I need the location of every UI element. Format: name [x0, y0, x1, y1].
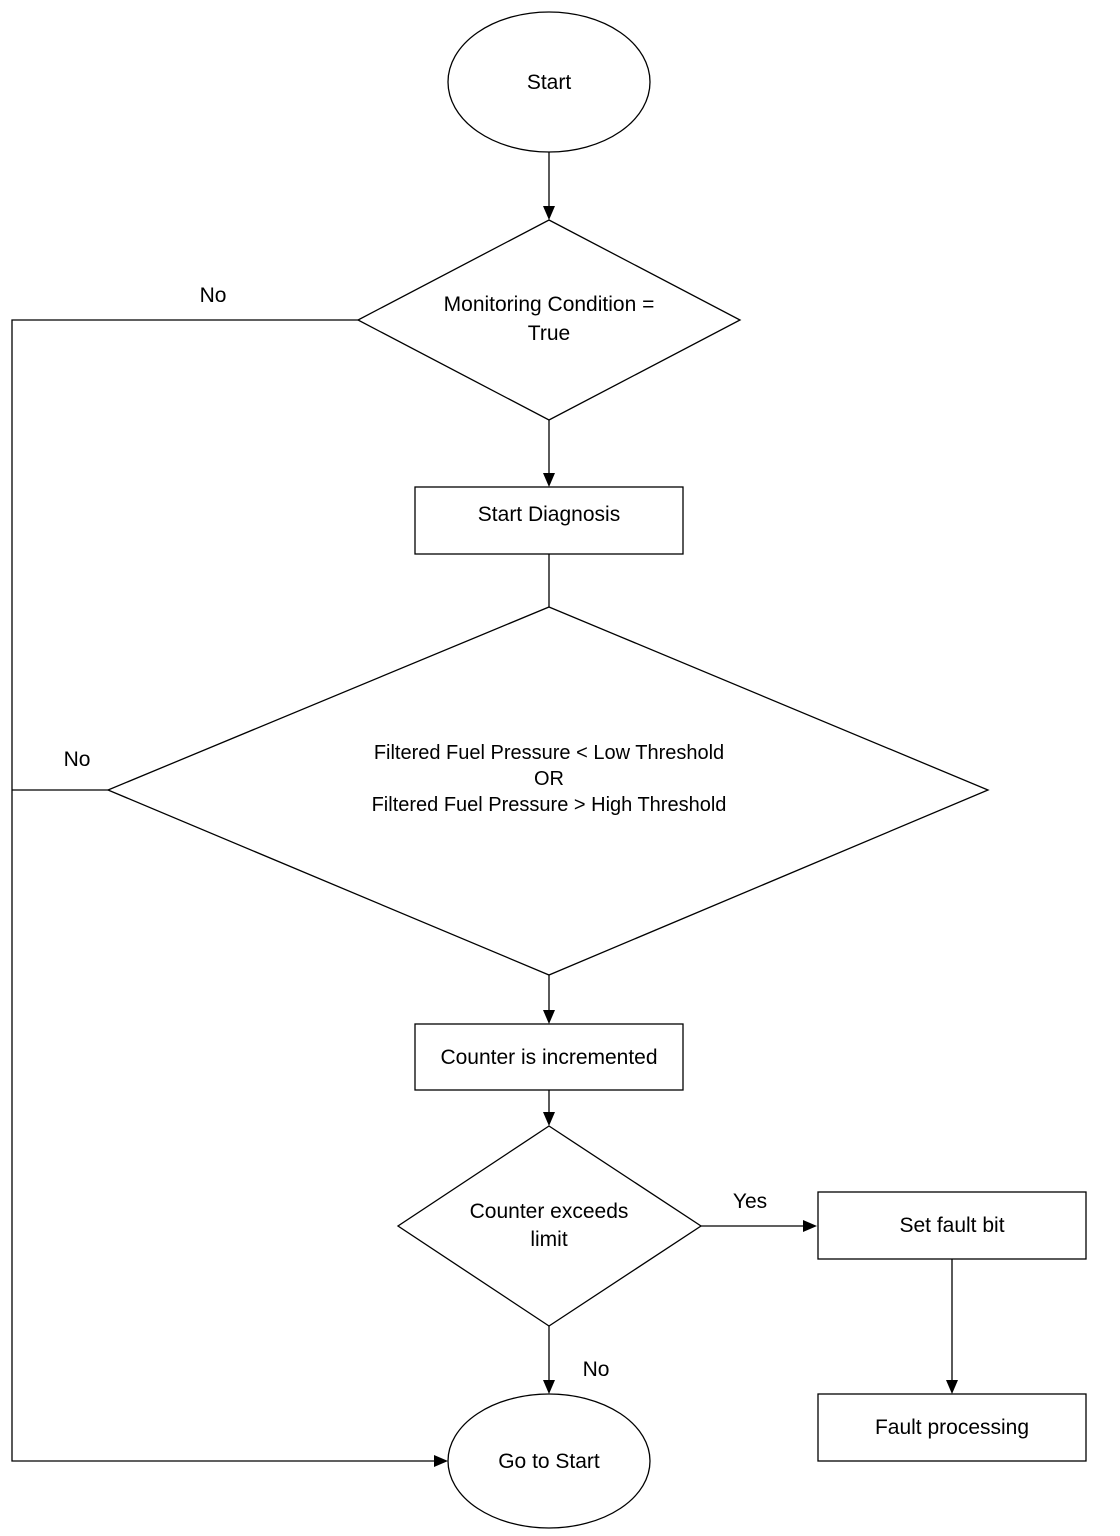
- process-start-diagnosis: [414, 486, 684, 555]
- arrow-head: [803, 1220, 817, 1232]
- arrow-head: [543, 1112, 555, 1126]
- decision-monitoring-condition: [356, 219, 742, 421]
- counter-limit-label-line1: Counter exceeds: [470, 1200, 629, 1223]
- terminator-start: [447, 11, 651, 153]
- node-start-diagnosis: Start Diagnosis: [414, 486, 684, 555]
- process-fault-processing: [817, 1393, 1087, 1462]
- node-start: Start: [447, 11, 651, 153]
- pressure-label-line3: Filtered Fuel Pressure > High Threshold: [372, 794, 727, 816]
- arrow-head: [946, 1380, 958, 1394]
- arrow-head: [543, 1380, 555, 1394]
- connector-monitoring-no-loop: [11, 319, 434, 1462]
- node-set-fault-bit: Set fault bit: [817, 1191, 1087, 1260]
- arrow-head: [543, 1010, 555, 1024]
- go-to-start-label: Go to Start: [498, 1450, 600, 1473]
- monitoring-label-line2: True: [528, 322, 570, 345]
- node-pressure-check: Filtered Fuel Pressure < Low Threshold O…: [106, 606, 990, 976]
- start-label: Start: [527, 71, 572, 94]
- start-diagnosis-label: Start Diagnosis: [478, 503, 620, 526]
- process-counter-increment: [414, 1023, 684, 1091]
- pressure-label-line1: Filtered Fuel Pressure < Low Threshold: [374, 742, 724, 764]
- node-monitoring-condition: Monitoring Condition = True: [356, 219, 742, 421]
- node-go-to-start: Go to Start: [447, 1393, 651, 1529]
- edge-label-limit-no: No: [583, 1358, 610, 1381]
- process-set-fault-bit: [817, 1191, 1087, 1260]
- edge-label-pressure-no: No: [64, 748, 91, 771]
- decision-counter-limit: [396, 1125, 703, 1327]
- counter-increment-label: Counter is incremented: [440, 1046, 657, 1069]
- edge-label-limit-yes: Yes: [733, 1190, 767, 1213]
- arrow-head: [543, 206, 555, 220]
- fault-processing-label: Fault processing: [875, 1416, 1029, 1439]
- connectors: [11, 152, 958, 1467]
- pressure-label-line2: OR: [534, 768, 564, 790]
- arrow-head: [434, 1455, 448, 1467]
- node-counter-increment: Counter is incremented: [414, 1023, 684, 1091]
- set-fault-label: Set fault bit: [899, 1214, 1004, 1237]
- terminator-go-to-start: [447, 1393, 651, 1529]
- node-fault-processing: Fault processing: [817, 1393, 1087, 1462]
- counter-limit-label-line2: limit: [530, 1228, 567, 1251]
- node-counter-limit: Counter exceeds limit: [396, 1125, 703, 1327]
- edge-label-monitoring-no: No: [200, 284, 227, 307]
- monitoring-label-line1: Monitoring Condition =: [444, 293, 655, 316]
- decision-pressure-check: [106, 606, 990, 976]
- arrow-head: [543, 473, 555, 487]
